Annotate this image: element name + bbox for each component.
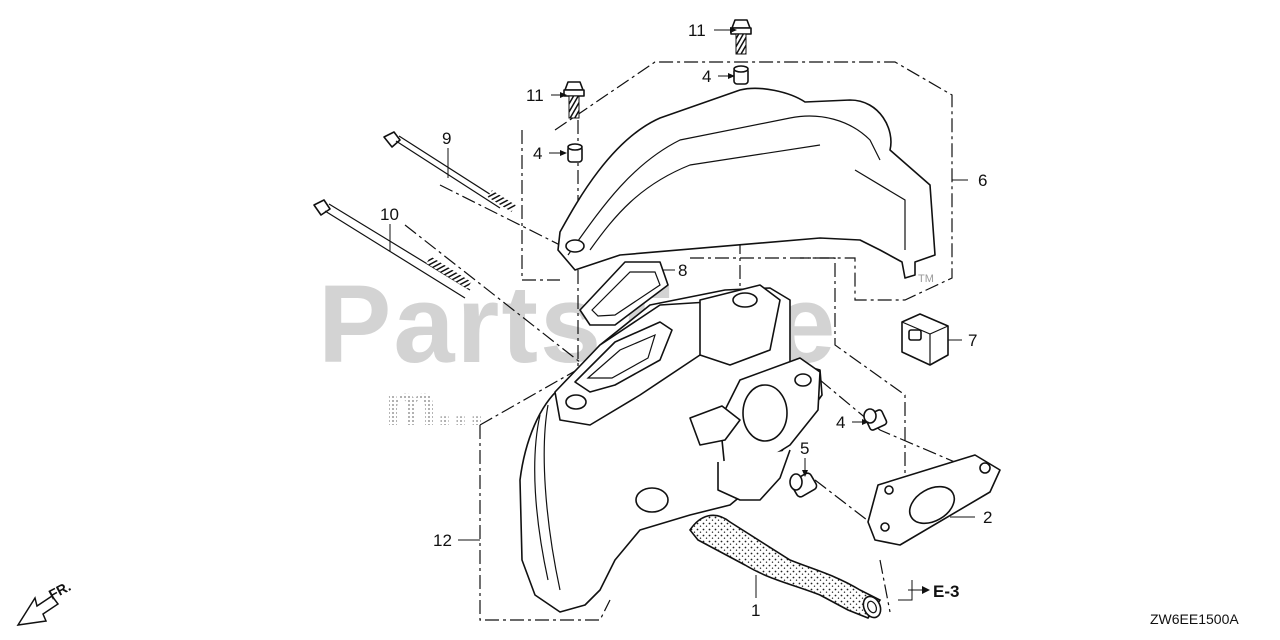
callout-numbers: 11 4 11 4 9 10 6 8 7 4 5 2 12 1 E-3 xyxy=(380,21,992,620)
callout-11-top: 11 xyxy=(688,21,706,40)
callout-12: 12 xyxy=(433,531,452,550)
gasket xyxy=(579,261,669,326)
reference-e3: E-3 xyxy=(933,582,959,601)
callout-6: 6 xyxy=(978,171,987,190)
insulator-gasket-2 xyxy=(867,454,1001,546)
callout-leaders xyxy=(389,27,975,601)
callout-2: 2 xyxy=(983,508,992,527)
callout-4-top: 4 xyxy=(702,67,711,86)
breather-tube-1 xyxy=(689,514,882,619)
sleeve-5 xyxy=(789,472,818,498)
callout-10: 10 xyxy=(380,205,399,224)
callout-7: 7 xyxy=(968,331,977,350)
front-direction-arrow: FR. xyxy=(16,578,73,626)
watermark-subtext: m... xyxy=(385,373,485,438)
collar-4a xyxy=(733,65,749,85)
air-cleaner-cover xyxy=(557,87,936,279)
flange-bolt-11a xyxy=(730,19,752,55)
long-bolt-10 xyxy=(313,199,472,299)
callout-8: 8 xyxy=(678,261,687,280)
collar-4c xyxy=(863,408,888,431)
callout-4-right: 4 xyxy=(836,413,845,432)
air-cleaner-case xyxy=(519,284,823,613)
watermark-trademark: TM xyxy=(918,273,934,285)
diagram-code: ZW6EE1500A xyxy=(1150,611,1239,627)
collar-4b xyxy=(567,143,583,163)
rubber-block-7 xyxy=(901,313,949,366)
callout-1: 1 xyxy=(751,601,760,620)
callout-4-left: 4 xyxy=(533,144,542,163)
callout-9: 9 xyxy=(442,129,451,148)
flange-bolt-11b xyxy=(563,81,585,119)
callout-5: 5 xyxy=(800,439,809,458)
callout-11-left: 11 xyxy=(526,86,544,105)
